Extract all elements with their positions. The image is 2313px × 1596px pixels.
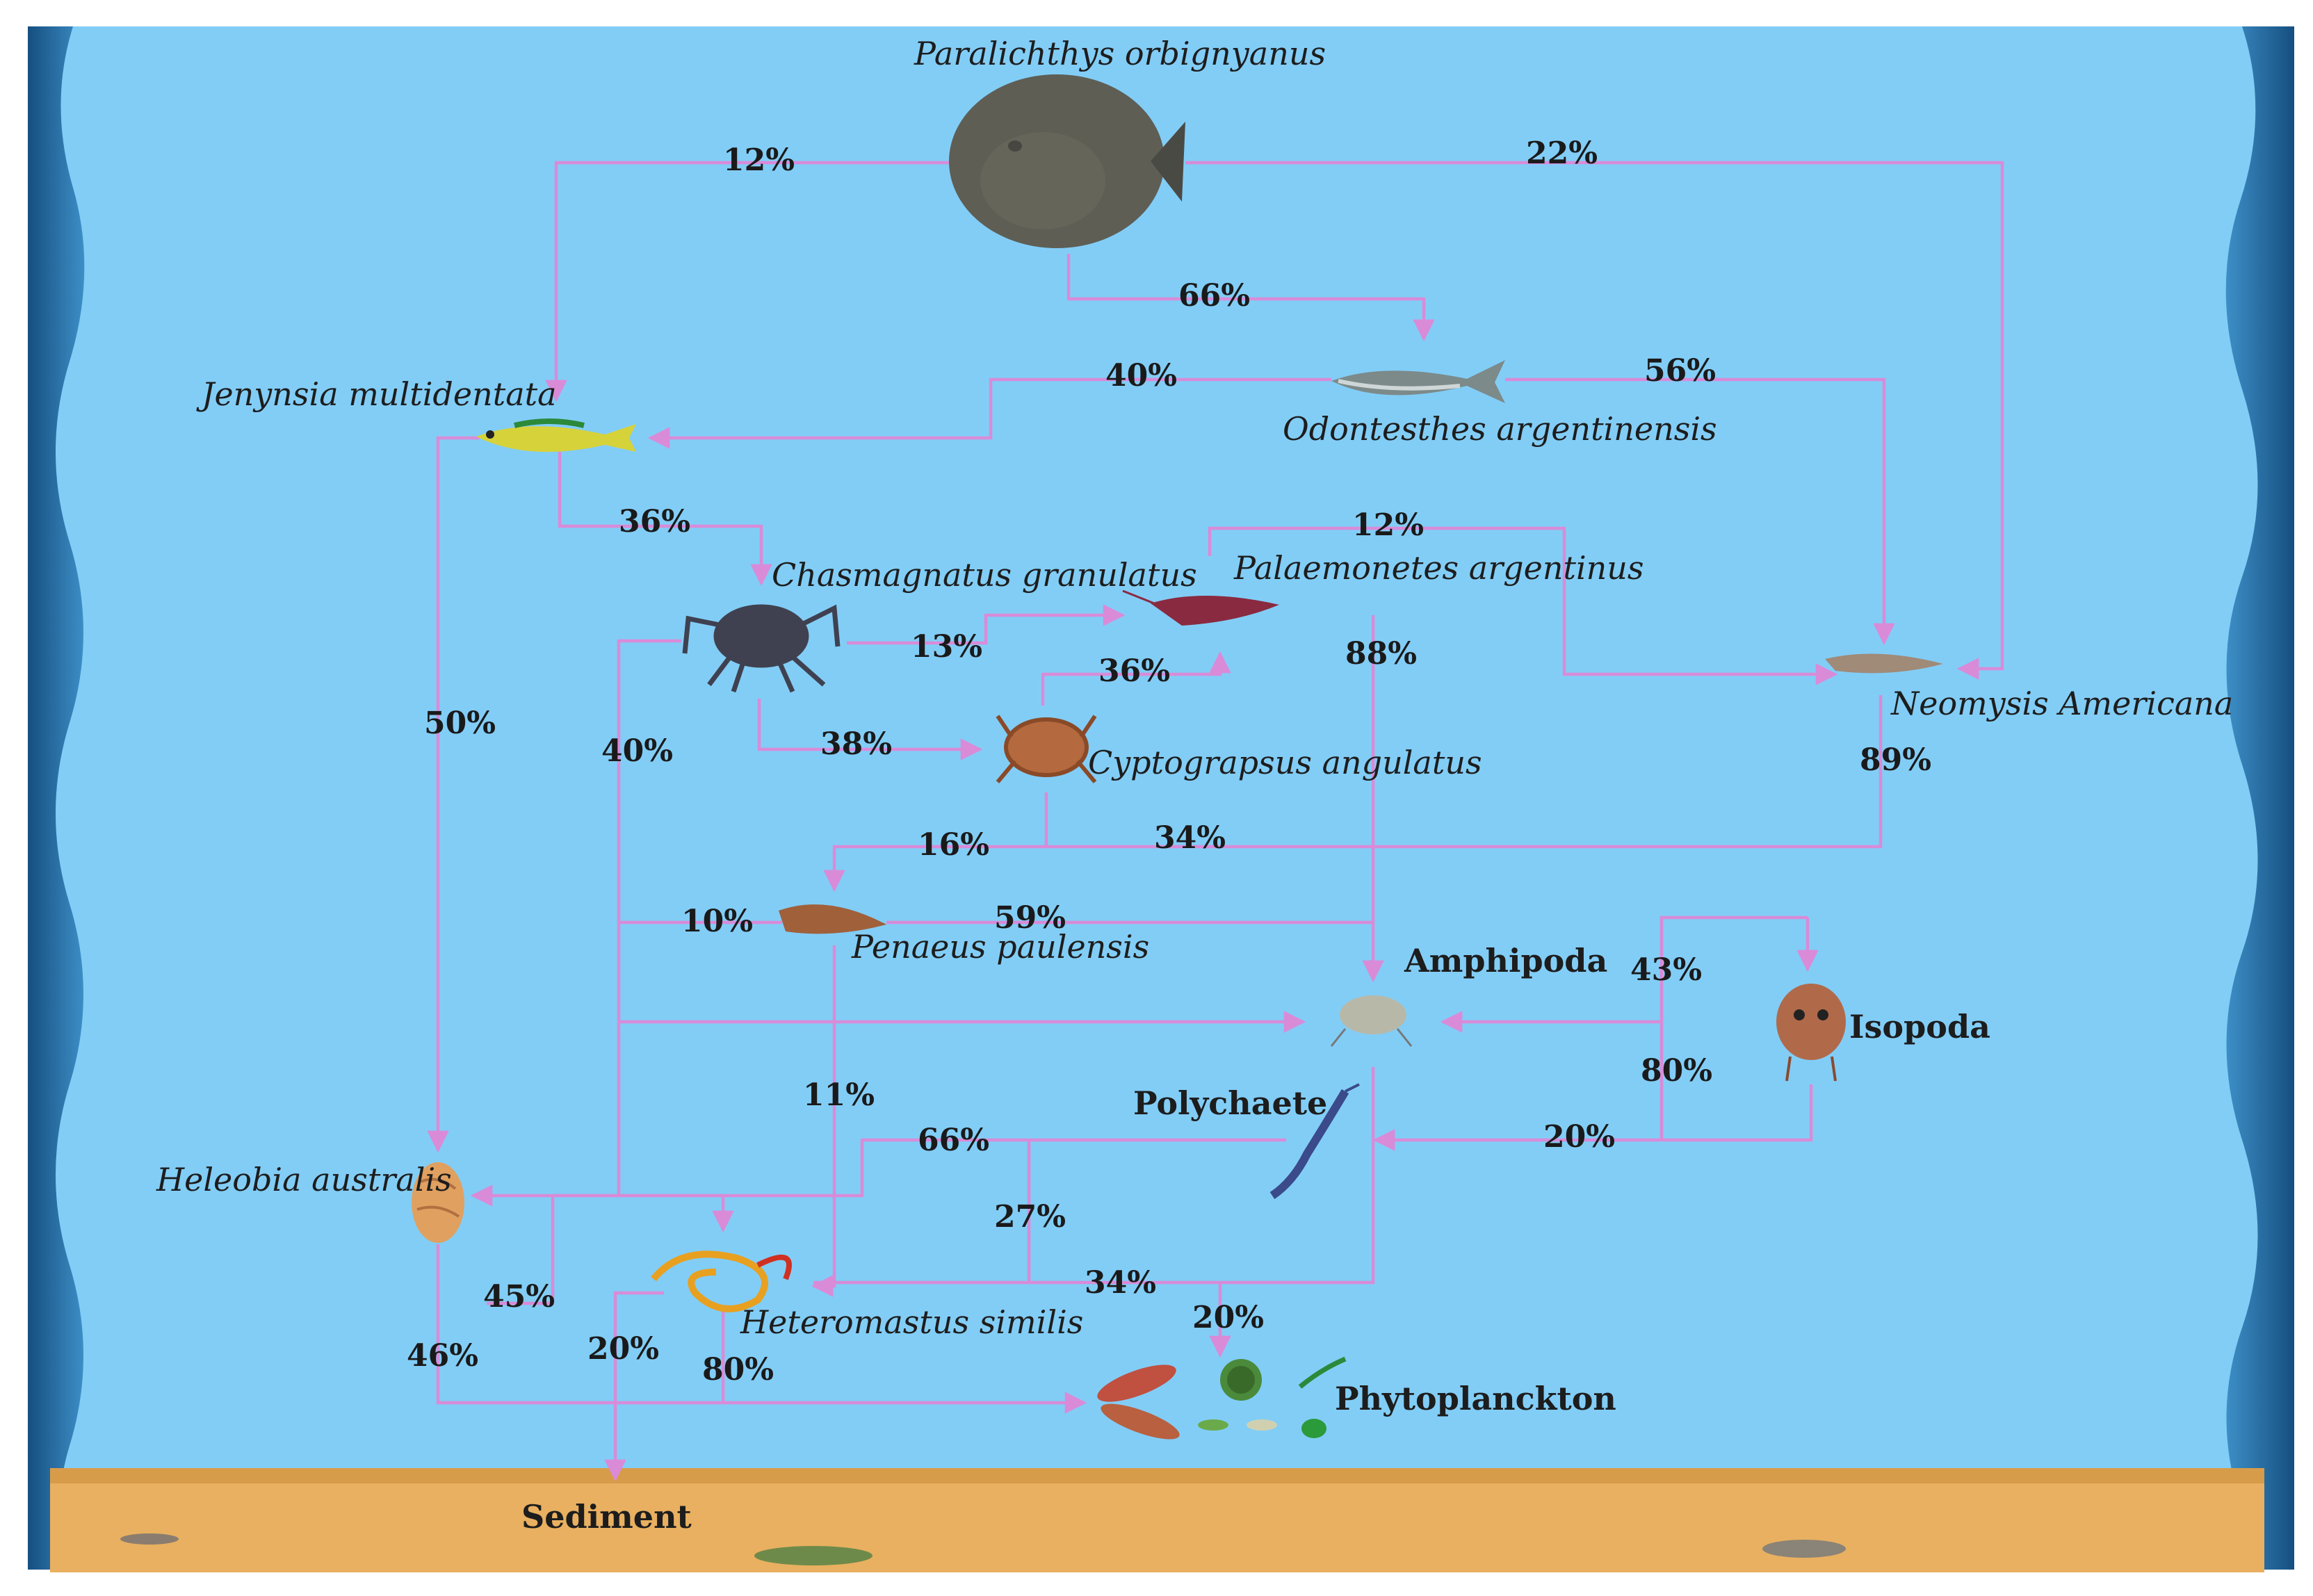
pct-label: 45% xyxy=(483,1279,555,1314)
label-amphipoda: Amphipoda xyxy=(1404,942,1608,979)
pct-label: 20% xyxy=(1543,1119,1616,1155)
mysid-shrimp-icon xyxy=(1825,653,1943,674)
pct-label: 27% xyxy=(994,1199,1066,1235)
silverside-fish-icon xyxy=(1331,360,1505,403)
pct-label: 38% xyxy=(820,726,893,762)
pct-label: 22% xyxy=(1526,136,1598,171)
pct-label: 50% xyxy=(424,706,496,741)
dark-crab-icon xyxy=(682,604,841,693)
polychaete-icon xyxy=(1269,1083,1360,1199)
label-sediment: Sediment xyxy=(521,1498,692,1536)
right-wave xyxy=(2225,26,2294,1570)
pct-label: 66% xyxy=(918,1123,990,1158)
pct-label: 89% xyxy=(1860,742,1932,778)
label-paralichthys: Paralichthys orbignyanus xyxy=(914,35,1326,72)
label-chasmagnatus: Chasmagnatus granulatus xyxy=(772,556,1197,594)
water-background xyxy=(28,26,2294,1570)
pct-label: 10% xyxy=(681,904,754,939)
pct-label: 46% xyxy=(407,1338,479,1374)
yellow-fish-icon xyxy=(476,418,636,453)
pct-label: 36% xyxy=(619,504,691,539)
label-heteromastus: Heteromastus similis xyxy=(740,1303,1084,1341)
worm-icon xyxy=(651,1251,792,1312)
label-palaemonetes: Palaemonetes argentinus xyxy=(1234,549,1644,587)
pct-label: 80% xyxy=(1641,1053,1713,1089)
pct-label: 13% xyxy=(911,629,983,665)
label-isopoda: Isopoda xyxy=(1849,1008,1990,1045)
pct-label: 36% xyxy=(1098,653,1171,689)
pct-label: 40% xyxy=(1105,358,1178,393)
pct-label: 11% xyxy=(803,1077,875,1113)
label-jenynsia: Jenynsia multidentata xyxy=(202,375,557,413)
pct-label: 34% xyxy=(1085,1265,1157,1301)
pct-label: 88% xyxy=(1345,636,1418,671)
pct-label: 20% xyxy=(1192,1300,1265,1335)
left-wave xyxy=(28,26,85,1570)
sediment-layer xyxy=(50,1468,2264,1572)
snail-icon xyxy=(412,1162,464,1243)
pct-label: 56% xyxy=(1644,353,1717,389)
pct-label: 12% xyxy=(723,142,795,178)
label-phytoplanckton: Phytoplanckton xyxy=(1335,1380,1616,1417)
label-penaeus: Penaeus paulensis xyxy=(852,928,1150,966)
pct-label: 59% xyxy=(994,900,1066,936)
label-polychaete: Polychaete xyxy=(1133,1084,1328,1122)
label-odontesthes: Odontesthes argentinensis xyxy=(1283,410,1717,448)
phytoplankton-icon xyxy=(1097,1356,1347,1440)
pct-label: 66% xyxy=(1178,278,1251,314)
pct-label: 40% xyxy=(601,733,674,769)
orange-crab-icon xyxy=(996,715,1097,783)
shrimp-icon xyxy=(1122,589,1279,626)
pct-label: 80% xyxy=(702,1352,774,1387)
label-cyptograpsus: Cyptograpsus angulatus xyxy=(1088,744,1482,781)
amphipod-icon xyxy=(1330,995,1413,1047)
pct-label: 34% xyxy=(1154,820,1226,856)
label-neomysis: Neomysis Americana xyxy=(1891,685,2234,722)
penaeus-shrimp-icon xyxy=(779,904,886,934)
pct-label: 16% xyxy=(918,827,990,863)
pct-label: 20% xyxy=(587,1331,660,1367)
label-heleobia: Heleobia australis xyxy=(156,1161,452,1198)
pct-label: 12% xyxy=(1352,507,1425,543)
isopod-icon xyxy=(1776,984,1846,1082)
flounder-icon xyxy=(949,74,1185,248)
pct-label: 43% xyxy=(1630,952,1703,988)
